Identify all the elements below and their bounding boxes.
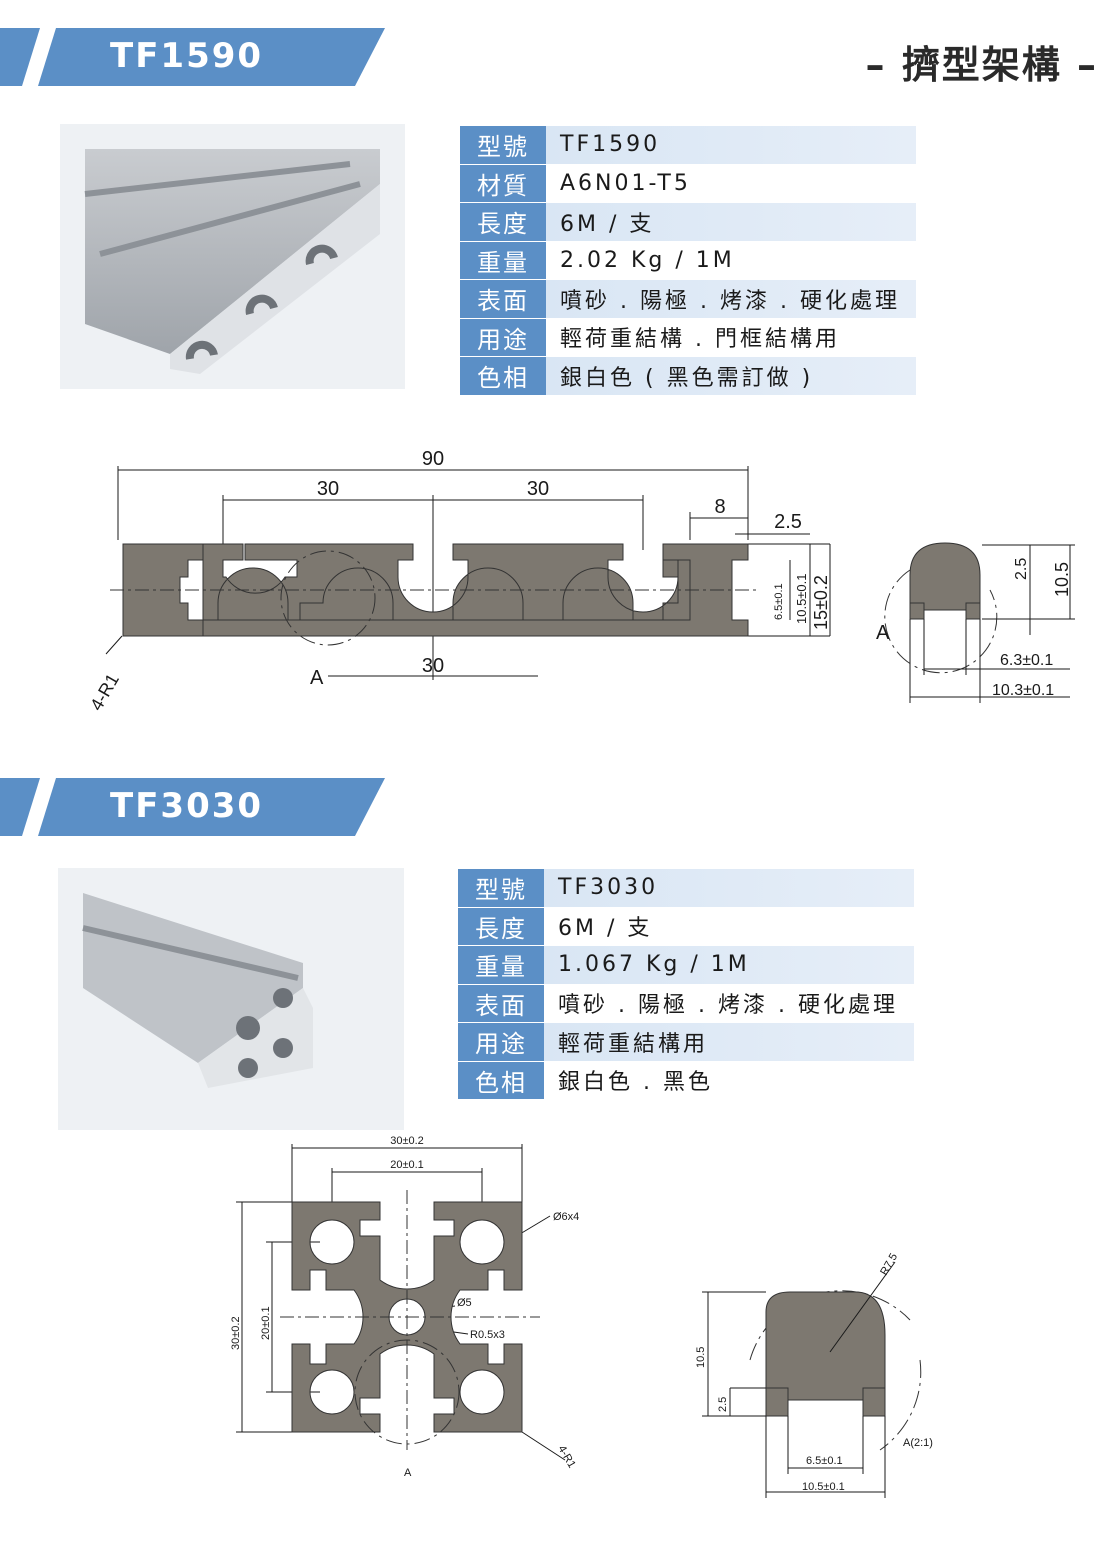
detail-mark: A xyxy=(876,622,890,644)
spec-key: 重量 xyxy=(458,946,544,985)
spec-value: A6N01-T5 xyxy=(546,164,916,203)
spec-row: 用途輕荷重結構 . 門框結構用 xyxy=(460,318,916,357)
spec-key: 色相 xyxy=(458,1061,544,1100)
detail-shape xyxy=(765,1291,886,1401)
spec-key: 長度 xyxy=(460,203,546,242)
banner-title: TF1590 xyxy=(110,36,264,76)
center-hole: Ø5 xyxy=(457,1297,472,1309)
dim-slot-width: 6.5±0.1 xyxy=(773,583,785,620)
spec-value: TF1590 xyxy=(546,126,916,165)
profile-drawing-tf1590: 90 30 30 8 2.5 30 A 6.5±0.1 10.5±0.1 15±… xyxy=(86,448,831,714)
detail-lip: 2.5 xyxy=(717,1397,729,1412)
section-banner-tf3030: TF3030 xyxy=(0,778,390,836)
detail-shape xyxy=(909,542,981,611)
section-mark: A xyxy=(310,667,324,689)
corner-radius: 4-R1 xyxy=(555,1444,577,1471)
dim-height: 30±0.2 xyxy=(230,1316,242,1350)
section-mark: A xyxy=(404,1467,412,1479)
dim-right: 30 xyxy=(527,478,549,500)
profile-drawing-tf3030: 30±0.2 20±0.1 30±0.2 20±0.1 Ø6x4 Ø5 R0.5… xyxy=(230,1135,579,1479)
dim-bottom: 30 xyxy=(422,655,444,677)
detail-slot: 6.3±0.1 xyxy=(1000,652,1053,669)
spec-key: 材質 xyxy=(460,164,546,203)
detail-drawing-tf3030: R7.5 10.5 2.5 6.5±0.1 10.5±0.1 A(2:1) xyxy=(695,1251,933,1498)
spec-row: 色相銀白色 . 黑色 xyxy=(458,1061,914,1100)
spec-row: 表面噴砂 . 陽極 . 烤漆 . 硬化處理 xyxy=(460,280,916,319)
detail-height: 10.5 xyxy=(695,1347,707,1368)
detail-slot: 6.5±0.1 xyxy=(806,1455,843,1467)
detail-radius: R7.5 xyxy=(878,1251,900,1277)
dim-inner-height: 20±0.1 xyxy=(260,1306,272,1340)
spec-row: 用途輕荷重結構用 xyxy=(458,1023,914,1062)
hole-callout: Ø6x4 xyxy=(553,1211,579,1223)
center-radius: R0.5x3 xyxy=(470,1329,505,1341)
spec-value: 6M / 支 xyxy=(544,907,914,946)
dim-inner-width: 20±0.1 xyxy=(390,1159,424,1171)
spec-key: 重量 xyxy=(460,241,546,280)
product-photo-tf3030 xyxy=(58,868,404,1130)
spec-key: 用途 xyxy=(458,1023,544,1062)
dim-slot: 8 xyxy=(714,496,725,518)
spec-row: 色相銀白色 ( 黑色需訂做 ) xyxy=(460,357,916,396)
product-photo-tf1590 xyxy=(60,124,405,389)
spec-key: 型號 xyxy=(460,126,546,165)
section-banner-tf1590: TF1590 xyxy=(0,28,390,86)
spec-row: 表面噴砂 . 陽極 . 烤漆 . 硬化處理 xyxy=(458,984,914,1023)
detail-width: 10.3±0.1 xyxy=(992,682,1054,699)
spec-value: TF3030 xyxy=(544,869,914,908)
spec-value: 輕荷重結構 . 門框結構用 xyxy=(546,318,916,357)
dim-inner: 10.5±0.1 xyxy=(794,573,809,624)
detail-drawing-tf1590: 2.5 10.5 6.3±0.1 10.3±0.1 A xyxy=(876,542,1075,703)
dim-total: 90 xyxy=(422,448,444,470)
page-title: – 擠型架構 – xyxy=(865,43,1098,87)
spec-value: 銀白色 ( 黑色需訂做 ) xyxy=(546,357,916,396)
spec-value: 噴砂 . 陽極 . 烤漆 . 硬化處理 xyxy=(546,280,916,319)
spec-value: 1.067 Kg / 1M xyxy=(544,946,914,985)
detail-width: 10.5±0.1 xyxy=(802,1481,845,1493)
spec-value: 輕荷重結構用 xyxy=(544,1023,914,1062)
detail-height: 10.5 xyxy=(1052,562,1072,597)
spec-value: 銀白色 . 黑色 xyxy=(544,1061,914,1100)
spec-value: 6M / 支 xyxy=(546,203,916,242)
spec-key: 長度 xyxy=(458,907,544,946)
spec-key: 用途 xyxy=(460,318,546,357)
dim-lip: 2.5 xyxy=(774,511,802,533)
spec-key: 表面 xyxy=(460,280,546,319)
spec-value: 2.02 Kg / 1M xyxy=(546,241,916,280)
spec-key: 色相 xyxy=(460,357,546,396)
dim-height: 15±0.2 xyxy=(811,575,831,630)
banner-title: TF3030 xyxy=(110,786,264,826)
dim-left: 30 xyxy=(317,478,339,500)
spec-key: 表面 xyxy=(458,984,544,1023)
spec-value: 噴砂 . 陽極 . 烤漆 . 硬化處理 xyxy=(544,984,914,1023)
banner-shape xyxy=(0,28,385,86)
detail-lip: 2.5 xyxy=(1013,558,1030,580)
profile-shape xyxy=(122,543,749,637)
corner-radius: 4-R1 xyxy=(86,670,123,714)
banner-shape xyxy=(0,778,385,836)
spec-key: 型號 xyxy=(458,869,544,908)
profile-shape xyxy=(291,1201,523,1433)
detail-mark: A(2:1) xyxy=(903,1437,933,1449)
dim-width: 30±0.2 xyxy=(390,1135,424,1147)
